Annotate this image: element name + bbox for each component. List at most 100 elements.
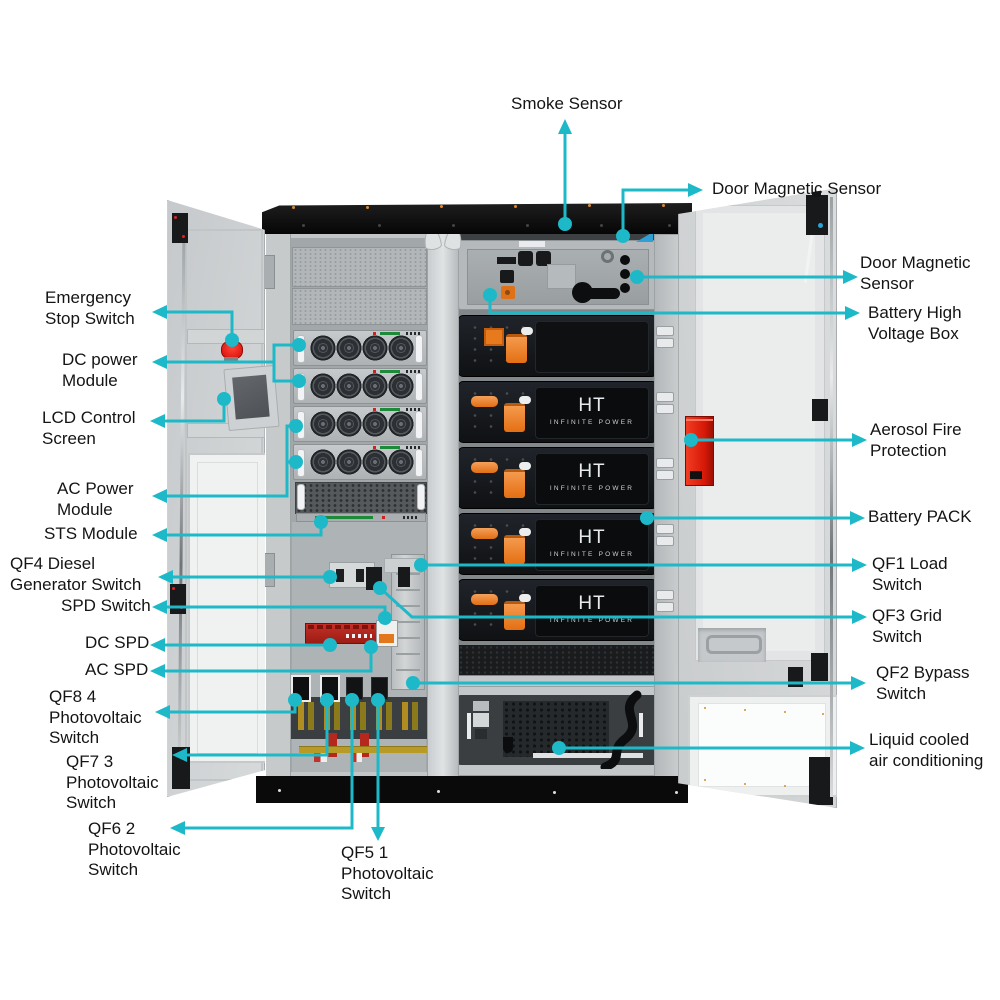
door-latch bbox=[172, 747, 190, 789]
label-sts-module: STS Module bbox=[44, 524, 138, 543]
lcd-screen bbox=[223, 364, 280, 432]
center-mullion bbox=[427, 230, 459, 778]
door-latch bbox=[170, 584, 186, 614]
label-dc-spd: DC SPD bbox=[85, 633, 150, 652]
cooling-hose bbox=[600, 690, 642, 769]
fan-icon bbox=[336, 449, 362, 475]
status-led bbox=[380, 408, 400, 411]
label-door-magnetic-sensor-top: Door Magnetic Sensor bbox=[712, 179, 882, 198]
pv-breaker bbox=[291, 675, 311, 702]
fan-icon bbox=[310, 373, 336, 399]
copper-bar bbox=[299, 746, 429, 753]
fan-icon bbox=[362, 335, 388, 361]
door-latch bbox=[806, 195, 828, 235]
door-latch bbox=[788, 667, 803, 687]
blank-panel bbox=[292, 288, 427, 325]
document-pocket bbox=[188, 453, 265, 763]
label-battery-pack: Battery PACK bbox=[868, 507, 972, 526]
orange-connector bbox=[471, 396, 498, 407]
pack-tagline: INFINITE POWER bbox=[549, 617, 635, 624]
pack-bay-mesh bbox=[458, 645, 656, 675]
orange-connector bbox=[471, 462, 498, 473]
battery-pack-3: HT INFINITE POWER bbox=[458, 447, 657, 509]
power-module-fans bbox=[293, 330, 427, 366]
power-module-fans bbox=[293, 406, 427, 442]
spd-busbar bbox=[305, 623, 379, 644]
fan-icon bbox=[336, 411, 362, 437]
door-lock-rod bbox=[830, 197, 833, 797]
label-aerosol-fire-protection: Aerosol Fire Protection bbox=[870, 420, 962, 460]
door-latch bbox=[811, 653, 828, 681]
label-qf2-bypass-switch: QF2 Bypass Switch bbox=[876, 663, 970, 703]
pack-tagline: INFINITE POWER bbox=[549, 419, 635, 426]
pv-breaker bbox=[320, 675, 340, 702]
label-dc-power-module: DC power Module bbox=[62, 350, 138, 390]
pack-logo: HT bbox=[578, 395, 606, 416]
pack-tagline: INFINITE POWER bbox=[549, 551, 635, 558]
label-ac-spd: AC SPD bbox=[85, 660, 149, 679]
battery-pack-5: HT INFINITE POWER bbox=[458, 579, 657, 641]
label-liquid-cooled-ac: Liquid cooled air conditioning bbox=[869, 730, 984, 770]
pack-logo: HT bbox=[578, 593, 606, 614]
left-door bbox=[167, 200, 265, 797]
label-qf5-1-photovoltaic: QF5 1 Photovoltaic Switch bbox=[341, 843, 434, 903]
blank-panel bbox=[292, 247, 427, 287]
power-module-fans bbox=[293, 444, 427, 480]
contactor-bracket bbox=[398, 567, 410, 587]
label-spd-switch: SPD Switch bbox=[61, 596, 151, 615]
pack-tagline: INFINITE POWER bbox=[549, 485, 635, 492]
fan-icon bbox=[336, 373, 362, 399]
door-latch bbox=[812, 399, 828, 421]
label-qf7-3-photovoltaic: QF7 3 Photovoltaic Switch bbox=[66, 752, 159, 812]
right-bay-top-shadow bbox=[456, 232, 656, 242]
label-qf3-grid-switch: QF3 Grid Switch bbox=[872, 606, 942, 646]
hv-indicator-wedge bbox=[636, 232, 653, 242]
label-qf1-load-switch: QF1 Load Switch bbox=[872, 554, 948, 594]
orange-connector bbox=[484, 328, 504, 346]
fan-icon bbox=[310, 335, 336, 361]
power-module-fans bbox=[293, 368, 427, 404]
sts-led-strip bbox=[296, 513, 426, 522]
orange-connector bbox=[471, 594, 498, 605]
drain-fitting bbox=[503, 737, 513, 753]
status-led bbox=[380, 332, 400, 335]
roof-rivets bbox=[292, 206, 295, 209]
battery-pack-1 bbox=[458, 315, 657, 377]
fan-icon bbox=[388, 373, 414, 399]
sts-module-grille bbox=[295, 482, 427, 514]
label-lcd-control-screen: LCD Control Screen bbox=[42, 408, 136, 448]
busbar-post bbox=[328, 733, 337, 757]
right-door bbox=[678, 188, 837, 808]
busbar-post bbox=[360, 733, 369, 757]
fan-icon bbox=[362, 411, 388, 437]
label-qf8-4-photovoltaic: QF8 4 Photovoltaic Switch bbox=[49, 687, 142, 747]
label-qf6-2-photovoltaic: QF6 2 Photovoltaic Switch bbox=[88, 819, 181, 879]
pv-breaker bbox=[346, 677, 363, 700]
door-handle-recess bbox=[698, 628, 766, 662]
label-emergency-stop-switch: Emergency Stop Switch bbox=[45, 288, 135, 328]
door-latch bbox=[172, 213, 188, 243]
label-ac-power-module: AC Power Module bbox=[57, 479, 134, 519]
orange-connector bbox=[471, 528, 498, 539]
door-handle bbox=[706, 635, 762, 654]
fan-icon bbox=[336, 335, 362, 361]
fan-icon bbox=[310, 449, 336, 475]
pv-breaker bbox=[371, 677, 388, 700]
fan-icon bbox=[362, 449, 388, 475]
pack-logo: HT bbox=[578, 461, 606, 482]
label-qf4-diesel-generator: QF4 Diesel Generator Switch bbox=[10, 554, 142, 594]
status-led bbox=[380, 446, 400, 449]
spd-modules bbox=[376, 620, 398, 647]
fan-icon bbox=[388, 335, 414, 361]
aerosol-fire-protection-unit bbox=[685, 416, 714, 486]
hv-orange-connector bbox=[501, 286, 515, 299]
door-foot bbox=[809, 757, 833, 805]
label-door-magnetic-sensor: Door Magnetic Sensor bbox=[860, 253, 971, 293]
fan-icon bbox=[310, 411, 336, 437]
pv-terminals bbox=[298, 702, 430, 730]
contactor-bracket bbox=[366, 567, 382, 590]
base-rivets bbox=[278, 789, 281, 792]
